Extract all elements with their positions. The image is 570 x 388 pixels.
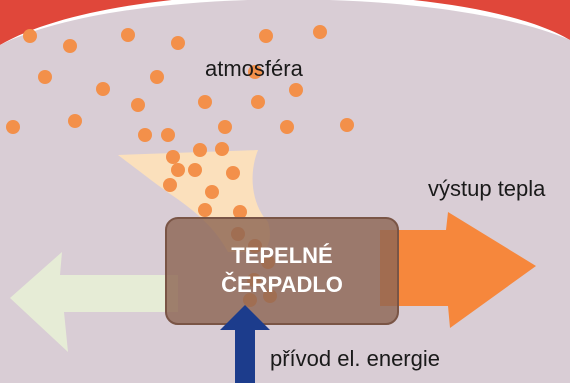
particle-dot <box>63 39 77 53</box>
particle-dot <box>171 163 185 177</box>
particle-dot <box>248 65 262 79</box>
particle-dot <box>166 150 180 164</box>
particle-dot <box>226 166 240 180</box>
heat-output-label: výstup tepla <box>428 176 546 201</box>
heat-arrow-icon <box>380 212 536 328</box>
particle-dot <box>289 83 303 97</box>
atmosphere-label: atmosféra <box>205 56 303 81</box>
particle-dot <box>205 185 219 199</box>
heat-pump-label-line2: ČERPADLO <box>221 272 343 297</box>
particle-dot <box>171 36 185 50</box>
particle-dot <box>161 128 175 142</box>
particle-dot <box>6 120 20 134</box>
pump-box <box>165 217 399 325</box>
particle-dot <box>259 29 273 43</box>
particle-dot <box>138 128 152 142</box>
red-frame <box>0 0 570 45</box>
particle-dot <box>131 98 145 112</box>
particle-dot <box>163 178 177 192</box>
particle-dot <box>68 114 82 128</box>
particle-dot <box>96 82 110 96</box>
particle-dot <box>198 95 212 109</box>
particle-dot <box>23 29 37 43</box>
particle-dot <box>218 120 232 134</box>
particle-dot <box>198 203 212 217</box>
heat-pump-label-line1: TEPELNÉ <box>231 243 333 269</box>
particle-dot <box>121 28 135 42</box>
heat-pump-label: TEPELNÉ ČERPADLO <box>166 218 398 324</box>
loss-arrow-icon <box>10 252 178 352</box>
particle-dot <box>233 205 247 219</box>
particle-dot <box>38 70 52 84</box>
particle-dot <box>188 163 202 177</box>
particle-dot <box>150 70 164 84</box>
particle-dot <box>313 25 327 39</box>
particle-dot <box>251 95 265 109</box>
particle-dot <box>193 143 207 157</box>
power-input-label: přívod el. energie <box>270 346 440 371</box>
power-arrow-icon <box>220 305 270 383</box>
particle-dot <box>340 118 354 132</box>
particle-dot <box>215 142 229 156</box>
particle-dot <box>280 120 294 134</box>
